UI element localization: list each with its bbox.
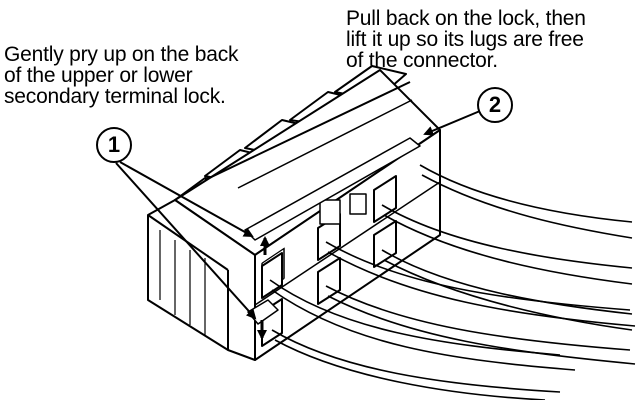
step-2-instruction: Pull back on the lock, then lift it up s… — [346, 8, 586, 71]
step-1-instruction: Gently pry up on the back of the upper o… — [4, 43, 239, 108]
step-2-line-2: lift it up so its lugs are free — [346, 28, 584, 51]
leader-lines — [115, 110, 481, 320]
step-1-line-2: of the upper or lower — [4, 64, 193, 87]
callout-2-number: 2 — [488, 92, 502, 117]
step-2-line-3: of the connector. — [346, 49, 498, 72]
wires — [269, 164, 636, 400]
callout-2: 2 — [477, 87, 513, 123]
callout-1: 1 — [96, 127, 132, 163]
pry-direction-arrows — [257, 236, 270, 340]
step-1-line-1: Gently pry up on the back — [4, 43, 239, 66]
step-1-line-3: secondary terminal lock. — [4, 85, 226, 108]
callout-1-number: 1 — [107, 132, 121, 157]
step-2-line-1: Pull back on the lock, then — [346, 7, 586, 30]
connector-body — [147, 65, 441, 361]
